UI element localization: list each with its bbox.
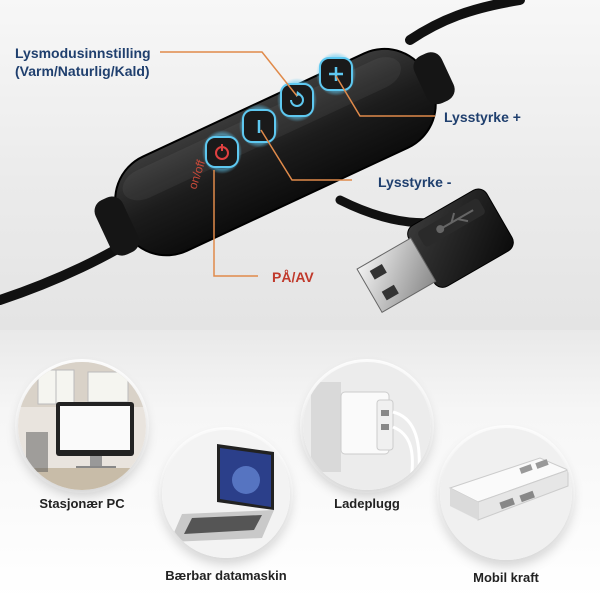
desktop-pc-circle [18,362,146,490]
desktop-pc-icon [18,362,146,490]
power-label: PÅ/AV [272,269,314,285]
mode-cycle-icon [290,93,304,107]
leader-lines [160,51,435,277]
mode-label-line2: (Varm/Naturlig/Kald) [15,63,150,79]
brightness-down-button[interactable] [239,104,279,148]
mode-button[interactable] [277,78,317,122]
usb-plug [356,188,514,314]
desktop-pc-caption: Stasjonær PC [39,496,125,511]
power-bank-icon [440,428,572,560]
charger-circle [303,362,431,490]
laptop-caption: Bærbar datamaskin [165,568,287,583]
laptop-circle [162,430,290,558]
charger-icon [303,362,431,490]
usb-controller-illustration: on/off [0,0,525,314]
power-bank-caption: Mobil kraft [473,570,539,585]
charger-caption: Ladeplugg [334,496,400,511]
brightness-up-button[interactable] [316,52,356,96]
power-bank-circle [440,428,572,560]
controller-section: on/off [0,0,600,330]
power-button[interactable] [202,130,242,174]
laptop-icon [162,430,290,558]
usb-symbol-icon [436,209,474,234]
mode-label-line1: Lysmodusinnstilling [15,45,151,61]
brightness-down-label: Lysstyrke - [378,174,452,190]
mode-label: Lysmodusinnstilling (Varm/Naturlig/Kald) [15,44,151,80]
brightness-up-label: Lysstyrke + [444,109,521,125]
